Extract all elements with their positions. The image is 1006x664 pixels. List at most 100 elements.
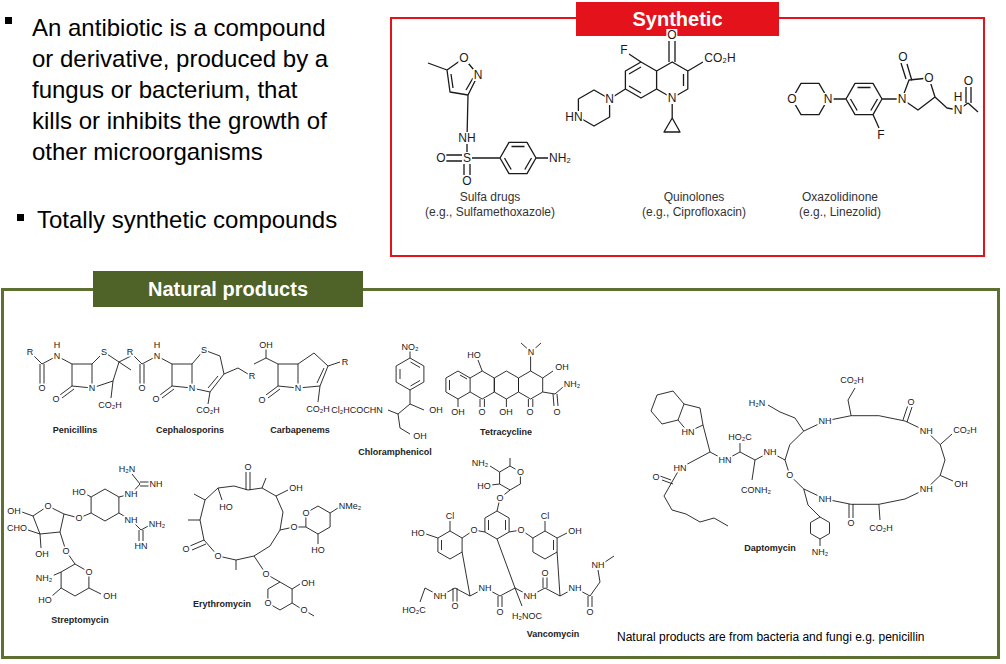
- atom-label: O: [261, 570, 270, 579]
- atom-label: O: [495, 608, 504, 617]
- ciprofloxacin-structure: [578, 40, 703, 132]
- atom-label: O: [435, 152, 446, 164]
- atom-label: O: [786, 93, 797, 105]
- atom-label: NMe₂: [338, 502, 363, 511]
- atom-label: NH: [919, 484, 934, 493]
- atom-label: OH: [450, 408, 466, 417]
- atom-label: F: [876, 129, 885, 141]
- panel-heading: Natural products: [93, 271, 363, 307]
- atom-label: NH₂: [563, 380, 582, 389]
- compound-caption: (e.g., Sulfamethoxazole): [425, 206, 555, 218]
- atom-label: H: [153, 341, 162, 350]
- atom-label: O: [846, 519, 855, 528]
- atom-label: H: [53, 341, 62, 350]
- atom-label: CO₂H: [703, 52, 736, 64]
- atom-label: O: [51, 395, 60, 404]
- atom-label: CO₂H: [97, 401, 123, 410]
- compound-caption: Penicillins: [53, 426, 98, 435]
- atom-label: NH₂: [148, 520, 167, 529]
- atom-label: O: [257, 396, 266, 405]
- sulfamethoxazole-structure: [428, 58, 548, 181]
- atom-label: N: [53, 352, 62, 361]
- chloramphenicol-structure: [388, 347, 424, 434]
- atom-label: HO: [466, 351, 482, 360]
- atom-label: O: [785, 471, 794, 480]
- atom-label: CO₂H: [839, 376, 865, 385]
- atom-label: OH: [554, 363, 570, 372]
- atom-label: NH₂: [35, 574, 54, 583]
- atom-label: NO₂: [401, 343, 420, 352]
- atom-label: O: [74, 514, 83, 523]
- atom-label: NH: [568, 584, 583, 593]
- atom-label: O: [263, 599, 272, 608]
- atom-label: N: [188, 384, 197, 393]
- atom-label: HO: [410, 529, 426, 538]
- atom-label: O: [469, 526, 478, 535]
- atom-label: O: [651, 473, 660, 482]
- atom-label: O: [552, 408, 561, 417]
- atom-label: O: [525, 408, 534, 417]
- penicillin-structure: [30, 352, 131, 398]
- atom-label: O: [461, 175, 472, 187]
- synthetic-structures: [428, 40, 978, 181]
- atom-label: O: [458, 52, 469, 64]
- atom-label: OH: [6, 507, 22, 516]
- atom-label: O: [516, 526, 525, 535]
- atom-label: NH: [124, 490, 139, 499]
- compound-caption: Vancomycin: [527, 630, 580, 639]
- vancomycin-structure: [420, 458, 614, 607]
- atom-label: OH: [258, 341, 274, 350]
- atom-label: HO: [37, 596, 53, 605]
- bullet-text: Totally synthetic compounds: [37, 208, 337, 232]
- atom-label: NH: [818, 495, 833, 504]
- compound-caption: Sulfa drugs: [460, 191, 521, 203]
- atom-label: O: [450, 602, 459, 611]
- daptomycin-structure: [651, 388, 953, 546]
- atom-label: O: [181, 545, 190, 554]
- atom-label: O: [61, 547, 70, 556]
- atom-label: NH₂: [548, 152, 572, 164]
- atom-label: NH: [523, 592, 538, 601]
- linezolid-structure: [792, 63, 978, 128]
- atom-label: HN: [681, 428, 696, 437]
- atom-label: NH: [149, 480, 164, 489]
- atom-label: O: [666, 29, 677, 41]
- atom-label: N: [604, 93, 615, 105]
- atom-label: OH: [412, 432, 428, 441]
- panel-box: Synthetic: [390, 17, 985, 257]
- atom-label: O: [137, 384, 146, 393]
- atom-label: HN: [718, 456, 733, 465]
- bullet-mark: [17, 214, 24, 221]
- atom-label: O: [243, 463, 252, 472]
- atom-label: OH: [428, 406, 444, 415]
- compound-caption: Streptomycin: [51, 616, 109, 625]
- compound-caption: Erythromycin: [193, 600, 251, 609]
- atom-label: NH: [478, 584, 493, 593]
- atom-label: H₂N: [118, 465, 137, 474]
- atom-label: R: [126, 348, 135, 357]
- atom-label: NH: [591, 561, 606, 570]
- bullet-mark: [5, 17, 12, 24]
- atom-label: HO: [310, 546, 326, 555]
- atom-label: H₂NOC: [511, 612, 543, 621]
- atom-label: HO₂C: [727, 433, 753, 442]
- atom-label: R: [341, 358, 350, 367]
- atom-label: CHO: [6, 524, 28, 533]
- atom-label: O: [84, 568, 93, 577]
- atom-label: NH: [457, 132, 476, 144]
- atom-label: NH: [124, 516, 139, 525]
- atom-label: O: [289, 523, 298, 532]
- atom-label: HO: [218, 503, 234, 512]
- natural-structures: [22, 343, 953, 616]
- atom-label: CONH₂: [740, 486, 772, 495]
- atom-label: HO: [476, 482, 492, 491]
- atom-label: NH: [818, 417, 833, 426]
- atom-label: O: [516, 468, 525, 477]
- atom-label: Cl: [445, 512, 456, 521]
- atom-label: CO₂H: [952, 426, 978, 435]
- atom-label: HN: [134, 542, 149, 551]
- atom-label: N: [527, 348, 536, 357]
- atom-label: N: [153, 352, 162, 361]
- atom-label: F: [619, 44, 628, 56]
